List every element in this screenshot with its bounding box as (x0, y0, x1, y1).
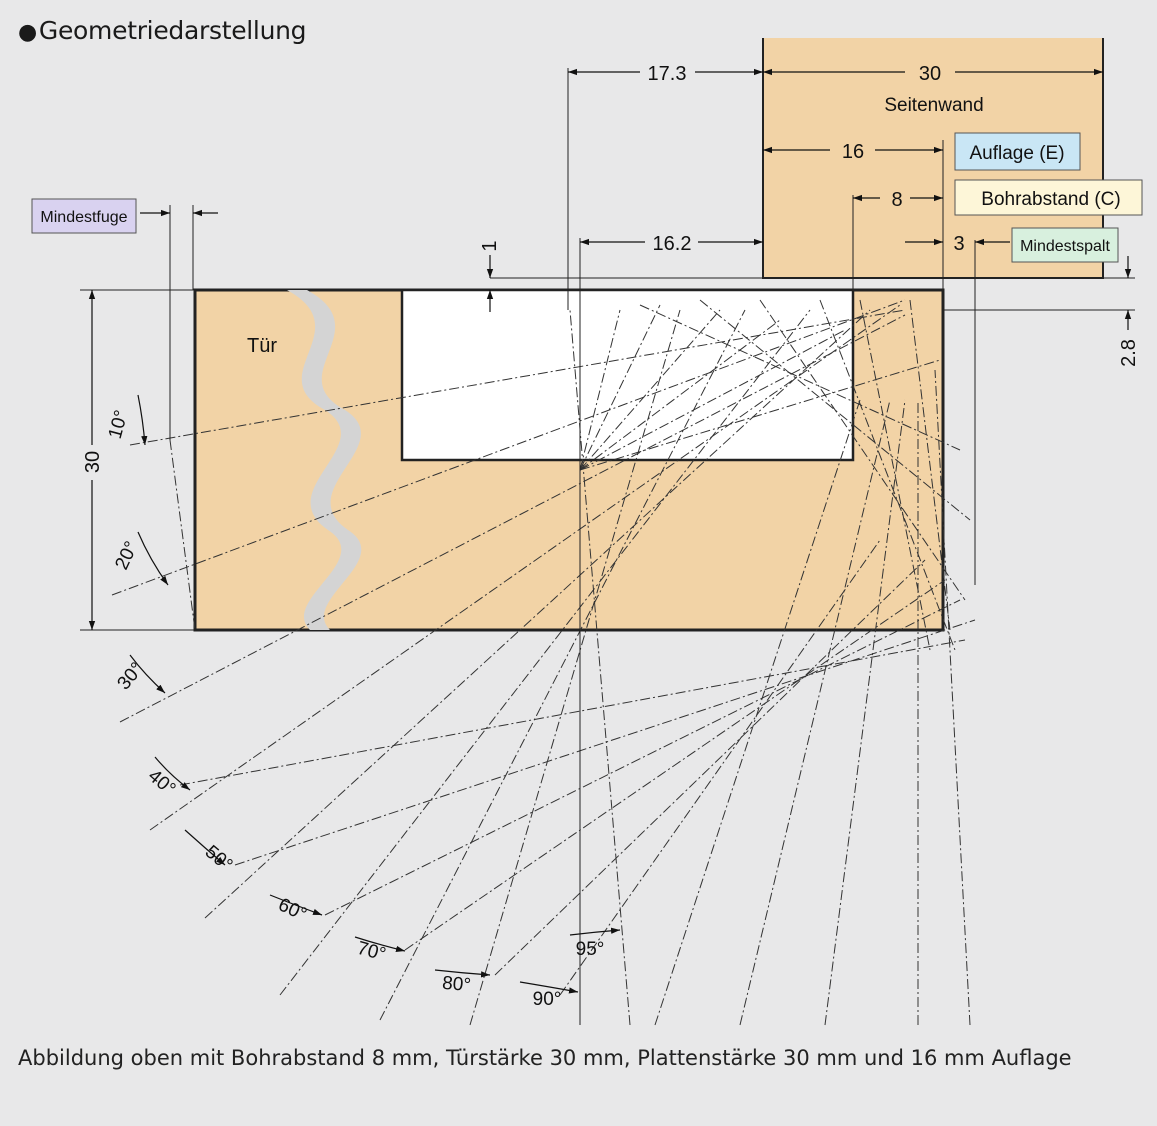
dim-1: 1 (479, 240, 501, 251)
angle-label-50: 50° (201, 842, 237, 877)
angle-label-10: 10° (105, 408, 133, 441)
dim-2-8: 2.8 (1118, 339, 1140, 367)
dim-30-top: 30 (919, 63, 941, 85)
dim-16-2: 16.2 (653, 233, 692, 255)
door-label: Tür (247, 335, 277, 357)
dim-17-3: 17.3 (648, 63, 687, 85)
swing-lines-inner (579, 299, 971, 651)
angle-label-70: 70° (355, 938, 388, 966)
mindestspalt-box (1011, 227, 1119, 263)
diagram-heading: ●Geometriedarstellung (18, 16, 307, 45)
dim-16: 16 (842, 141, 864, 163)
angle-label-20: 20° (111, 538, 142, 573)
angle-label-90: 90° (533, 989, 562, 1010)
mindestfuge-box (31, 198, 137, 234)
heading-text: Geometriedarstellung (38, 16, 307, 45)
extension-lines (80, 68, 1135, 1025)
dim-3: 3 (953, 233, 964, 255)
hinge-geometry-diagram: Seitenwand Tür Auflage (E) Bohrabstand (… (31, 38, 1143, 1026)
swing-lines-back (169, 369, 976, 1026)
dimension-arrows (88, 68, 1132, 630)
heading-bullet-icon: ● (18, 20, 37, 45)
figure-caption: Abbildung oben mit Bohrabstand 8 mm, Tür… (18, 1046, 1072, 1070)
mindestfuge-label: Mindestfuge (40, 209, 127, 226)
bohrabstand-box (954, 179, 1143, 216)
angle-label-40: 40° (144, 766, 180, 801)
auflage-label: Auflage (E) (969, 143, 1064, 164)
angle-label-30: 30° (114, 659, 149, 695)
hinge-cup-pocket (400, 288, 855, 462)
side-panel-label: Seitenwand (884, 95, 983, 116)
auflage-box (954, 132, 1081, 171)
angle-arcs (129, 394, 621, 994)
mindestspalt-label: Mindestspalt (1020, 238, 1110, 255)
dim-8: 8 (891, 189, 902, 211)
bohrabstand-label: Bohrabstand (C) (981, 189, 1120, 210)
dim-30-left: 30 (82, 451, 104, 473)
angle-label-80: 80° (441, 973, 471, 996)
angle-label-95: 95° (576, 939, 605, 960)
door-break-gap (287, 290, 362, 630)
